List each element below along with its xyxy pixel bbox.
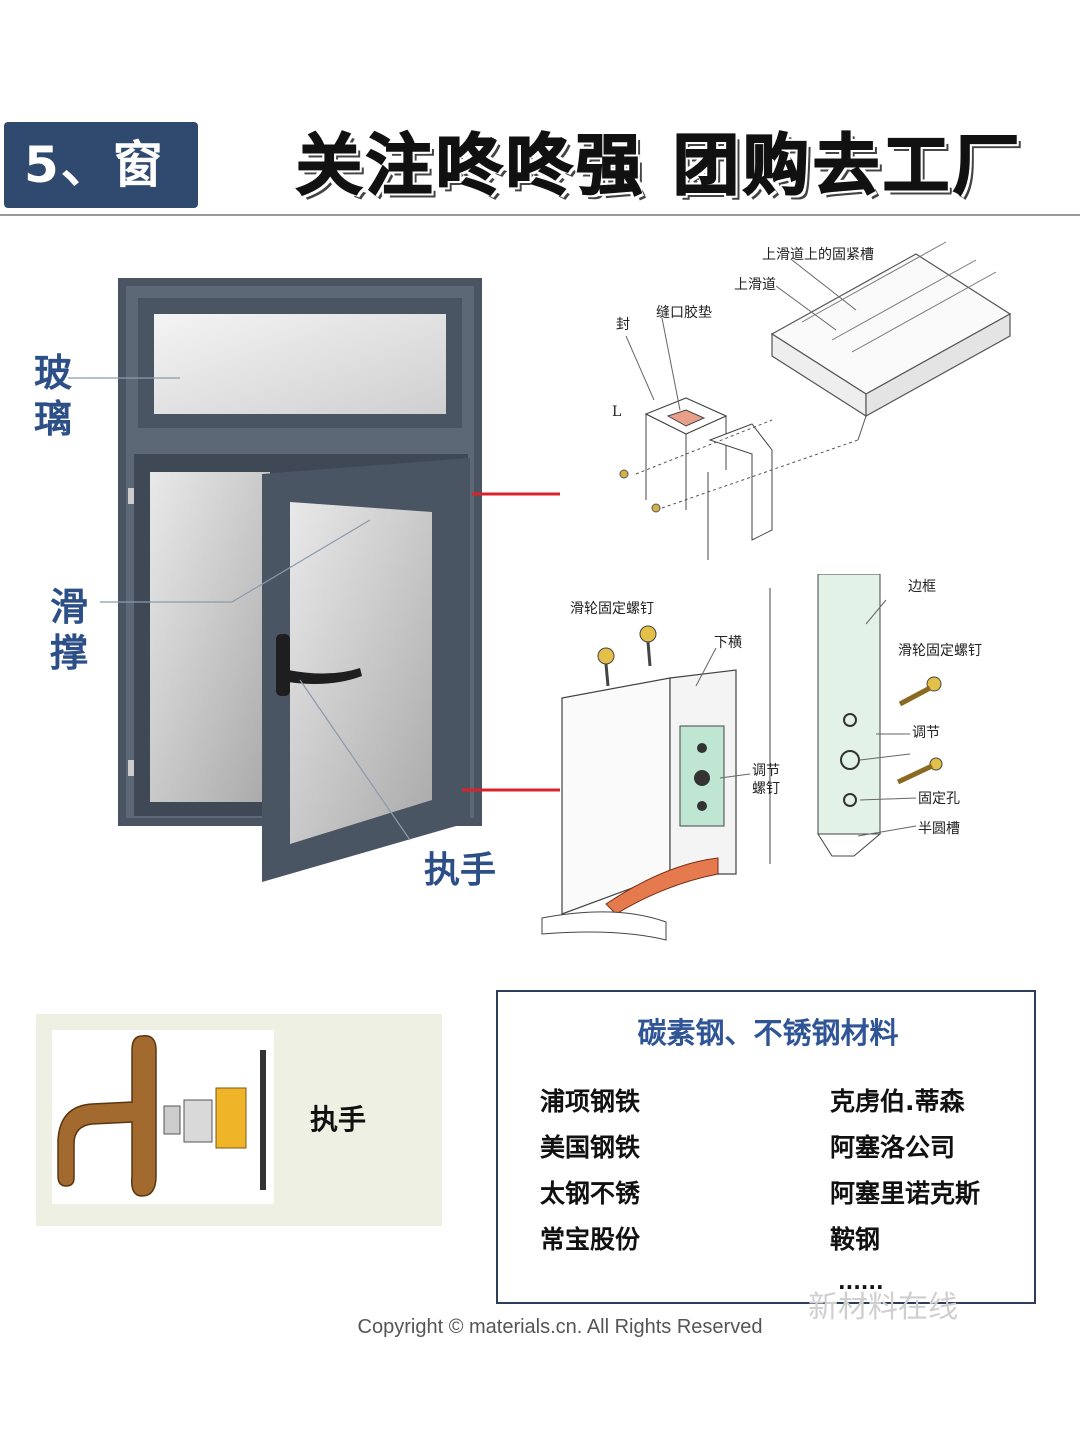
section-label: 5、窗 (4, 122, 198, 208)
bottom-label-roller-screw: 滑轮固定螺钉 (570, 601, 654, 617)
bottom-label-adjust-right: 调节 (912, 725, 940, 741)
roller-wheel (605, 857, 719, 915)
materials-box: 碳素钢、不锈钢材料 浦项钢铁 美国钢铁 太钢不锈 常宝股份 克虏伯.蒂森 阿塞洛… (496, 990, 1036, 1304)
header-divider (0, 214, 1080, 216)
screw-icon (597, 647, 615, 665)
material-item: 浦项钢铁 (540, 1087, 641, 1116)
top-label-gasket: 缝口胶垫 (656, 305, 712, 321)
bottom-roller-detail-diagram (541, 574, 943, 941)
stay-label-char-1: 滑 (50, 585, 89, 629)
bottom-label-adjust: 调节 (752, 763, 780, 779)
bottom-label-side-frame: 边框 (908, 579, 936, 595)
materials-title: 碳素钢、不锈钢材料 (637, 1016, 899, 1050)
fixed-glass (150, 472, 270, 802)
screw-icon (926, 676, 942, 692)
stay-label-char-2: 撑 (50, 631, 89, 675)
material-item: 克虏伯.蒂森 (830, 1087, 965, 1116)
watermark: 新材料在线 (808, 1290, 958, 1325)
material-item: 太钢不锈 (540, 1179, 641, 1208)
top-rail-detail-diagram (619, 241, 1012, 560)
handle-panel-label: 执手 (310, 1103, 367, 1136)
material-item: 阿塞洛公司 (830, 1133, 956, 1162)
handle-photo (52, 1030, 274, 1204)
handle-label-window: 执手 (424, 850, 497, 891)
screw-icon (619, 469, 629, 479)
top-label-seal: 封 (616, 317, 630, 333)
bottom-label-roller-screw-right: 滑轮固定螺钉 (898, 643, 982, 659)
screw-icon (651, 503, 661, 513)
window-illustration (68, 278, 560, 882)
handle-exploded-icon (57, 1035, 266, 1197)
top-label-groove: 上滑道上的固紧槽 (762, 247, 874, 263)
top-label-l: L (612, 404, 622, 420)
material-item: 鞍钢 (830, 1225, 881, 1254)
bottom-label-fix-hole: 固定孔 (918, 791, 960, 807)
screw-icon (929, 757, 943, 771)
top-label-rail: 上滑道 (734, 277, 776, 293)
glass-label: 玻 璃 (34, 350, 78, 442)
bottom-label-lower-rail: 下横 (714, 635, 742, 651)
copyright-text: Copyright © materials.cn. All Rights Res… (357, 1316, 763, 1338)
material-item: 阿塞里诺克斯 (830, 1179, 981, 1208)
banner-title: 关注咚咚强 团购去工厂 (295, 126, 1023, 205)
screw-icon (639, 625, 657, 643)
materials-ellipsis: ...... (838, 1270, 884, 1294)
transom-glass (154, 314, 446, 414)
glass-label-char-2: 璃 (34, 397, 73, 441)
side-frame (817, 574, 881, 835)
window-handle (276, 634, 290, 696)
friction-stay-label: 滑 撑 (50, 584, 94, 676)
material-item: 美国钢铁 (540, 1133, 641, 1162)
bottom-label-half-groove: 半圆槽 (918, 821, 960, 837)
bottom-label-screw: 螺钉 (752, 781, 780, 797)
glass-label-char-1: 玻 (34, 351, 73, 395)
material-item: 常宝股份 (540, 1225, 641, 1254)
